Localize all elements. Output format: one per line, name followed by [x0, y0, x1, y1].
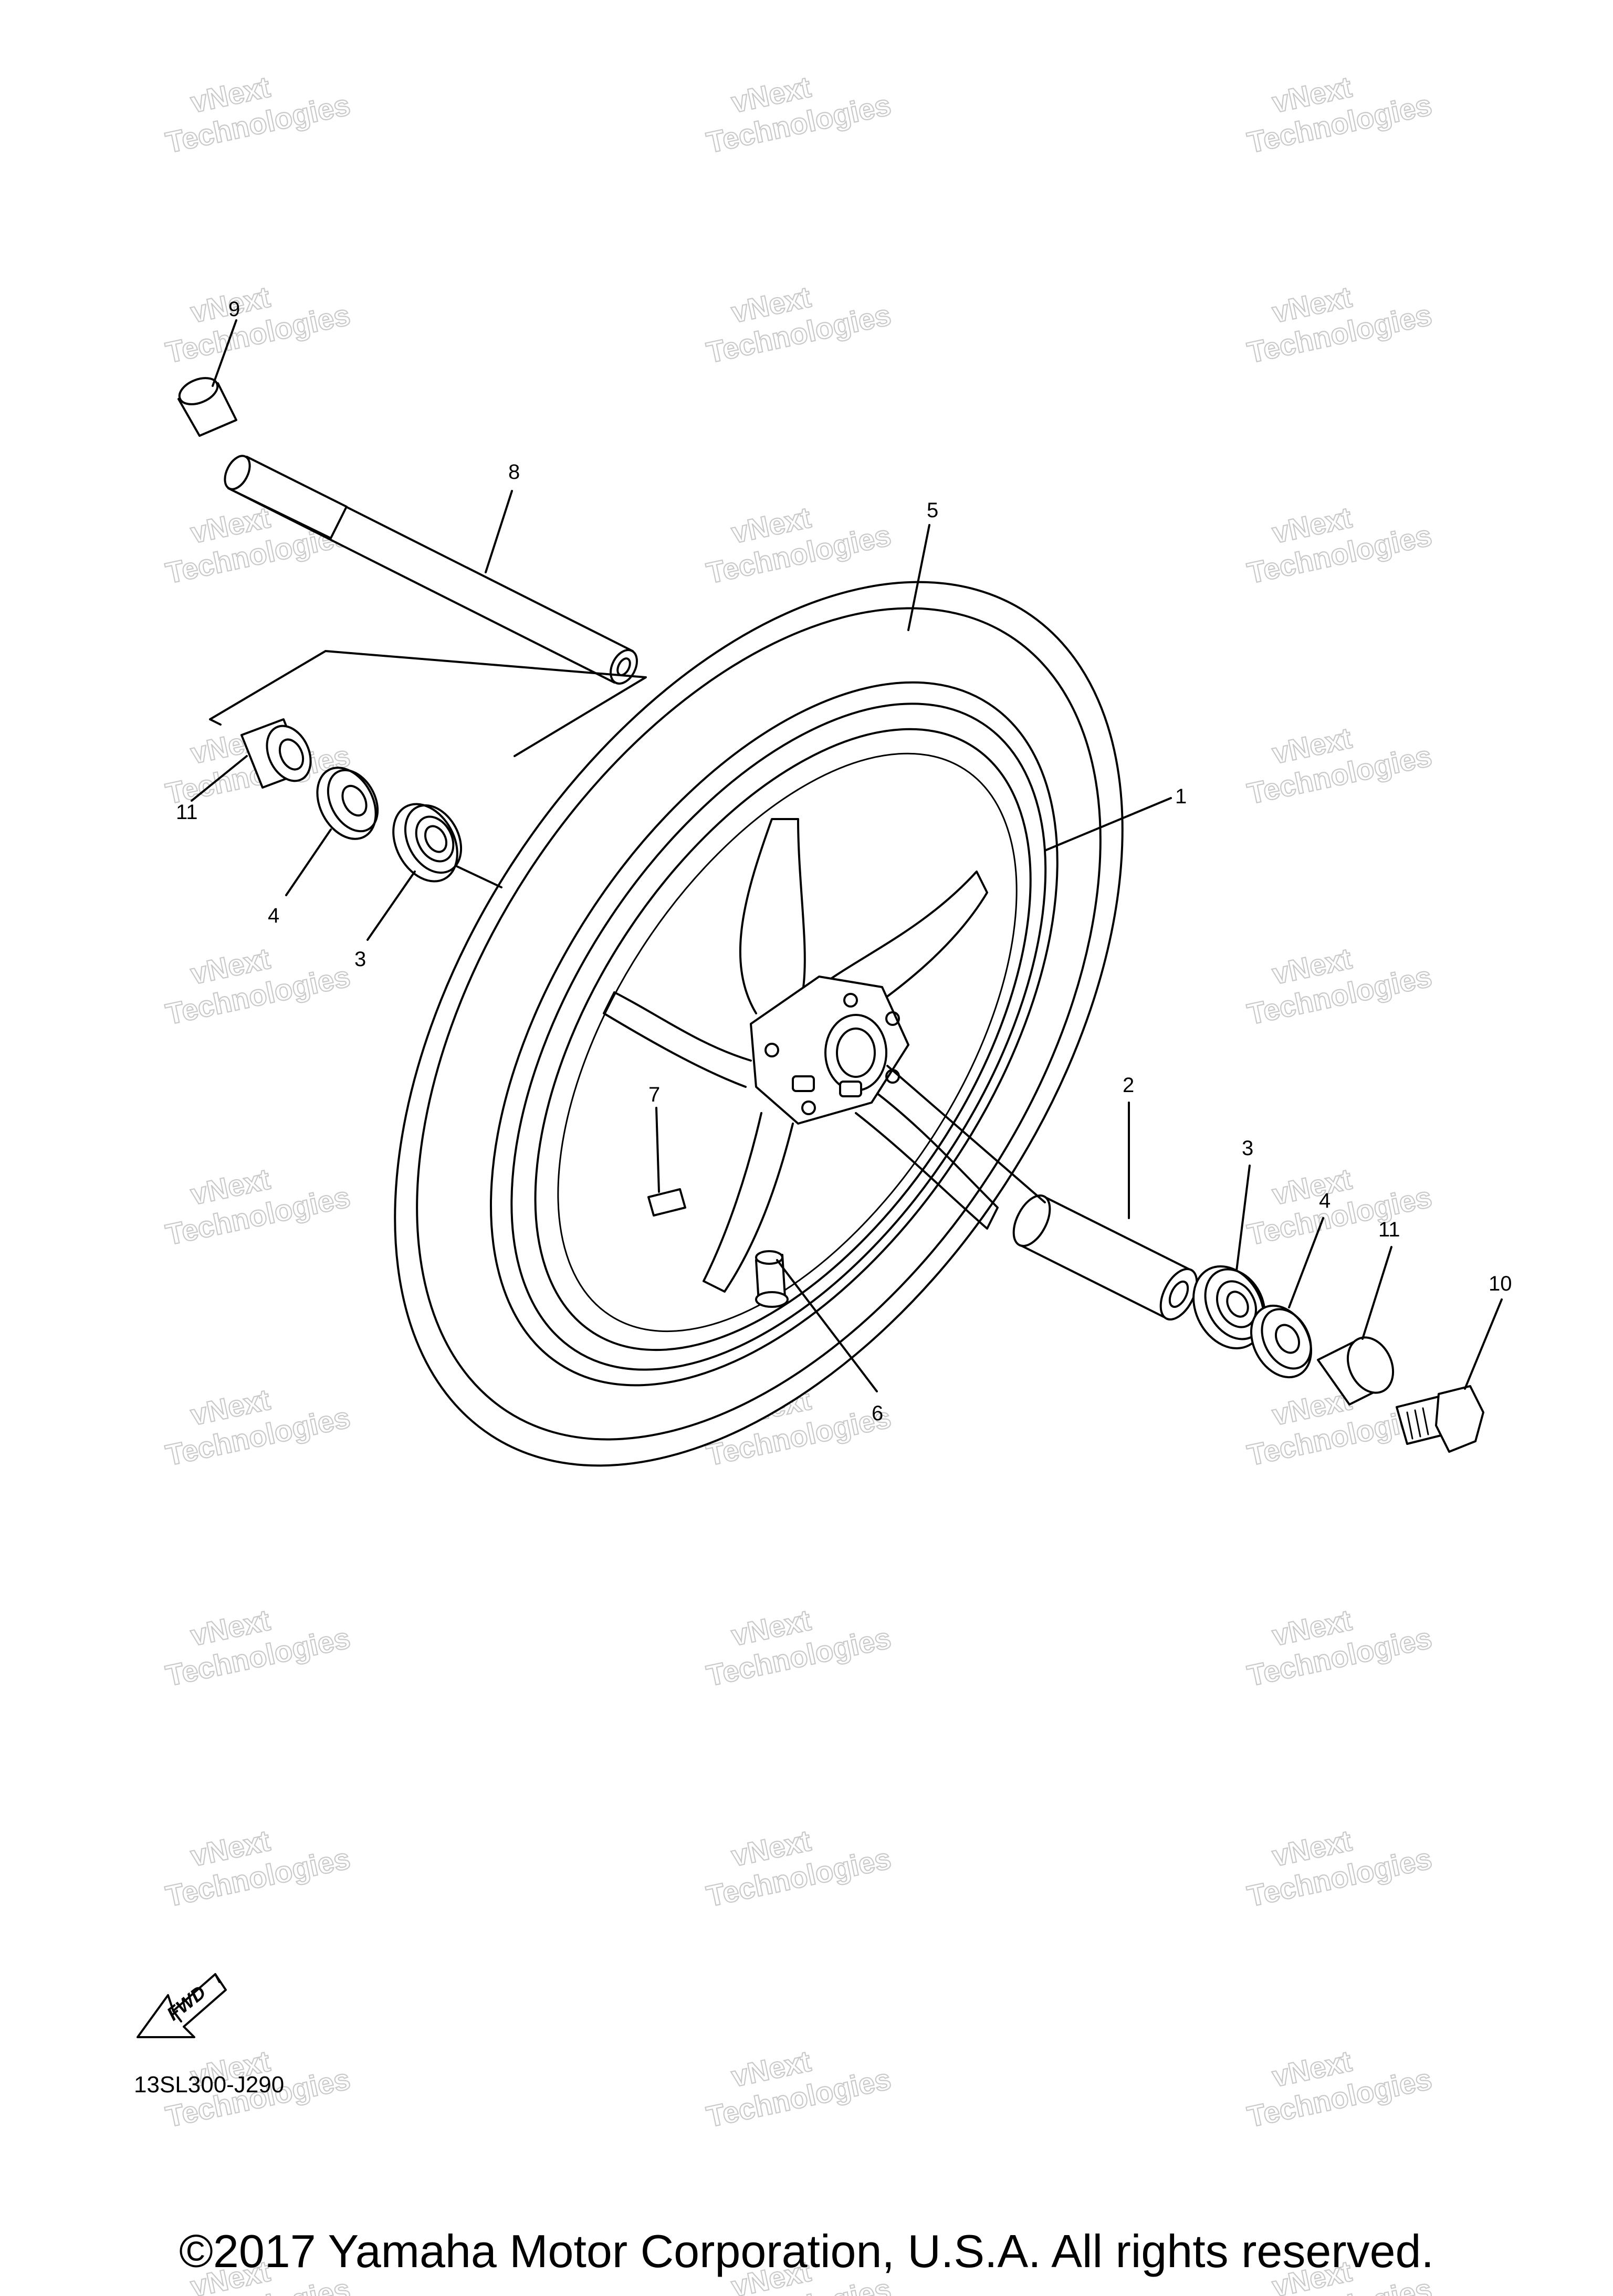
valve-part-6[interactable] [755, 1250, 789, 1308]
bolt-part-10[interactable] [1396, 1385, 1484, 1453]
callout-11-right[interactable]: 11 [1378, 1218, 1400, 1241]
axle-part-8[interactable] [220, 452, 642, 688]
collar-part-11-right[interactable] [1317, 1330, 1401, 1406]
oil-seal-part-4-left[interactable] [306, 758, 387, 849]
leader-3-to-wheel [456, 865, 502, 888]
collar-part-11-left[interactable] [240, 718, 319, 789]
callout-4-right[interactable]: 4 [1319, 1189, 1331, 1212]
copyright-notice: ©2017 Yamaha Motor Corporation, U.S.A. A… [179, 2225, 1434, 2277]
callout-6[interactable]: 6 [872, 1402, 883, 1425]
callout-8[interactable]: 8 [508, 460, 520, 484]
callout-11-left[interactable]: 11 [176, 801, 198, 824]
leader-lines [191, 319, 1503, 1392]
bracket-line [209, 650, 647, 757]
callout-4-left[interactable]: 4 [268, 904, 279, 927]
spacer-part-2[interactable] [1006, 1190, 1204, 1325]
fwd-arrow-icon: FWD [137, 1973, 227, 2038]
axis-line-hub-to-spacer [886, 1065, 1046, 1203]
bearing-part-3-left[interactable] [381, 793, 472, 892]
weight-part-7[interactable] [647, 1188, 686, 1217]
callout-1[interactable]: 1 [1175, 785, 1187, 808]
diagram-code: 13SL300-J290 [134, 2072, 284, 2098]
callout-5[interactable]: 5 [927, 499, 938, 522]
wheel-part-1[interactable] [603, 818, 999, 1293]
callout-3-right[interactable]: 3 [1242, 1137, 1253, 1160]
callout-7[interactable]: 7 [648, 1083, 660, 1106]
callout-2[interactable]: 2 [1123, 1074, 1134, 1097]
callout-10[interactable]: 10 [1489, 1272, 1512, 1295]
callout-3-left[interactable]: 3 [354, 948, 366, 971]
callout-9[interactable]: 9 [228, 298, 240, 321]
oil-seal-part-4-right[interactable] [1239, 1295, 1323, 1388]
collar-part-9[interactable] [176, 373, 237, 437]
callout-labels: 9 8 5 1 11 4 3 2 3 4 11 10 6 7 [176, 298, 1512, 1425]
